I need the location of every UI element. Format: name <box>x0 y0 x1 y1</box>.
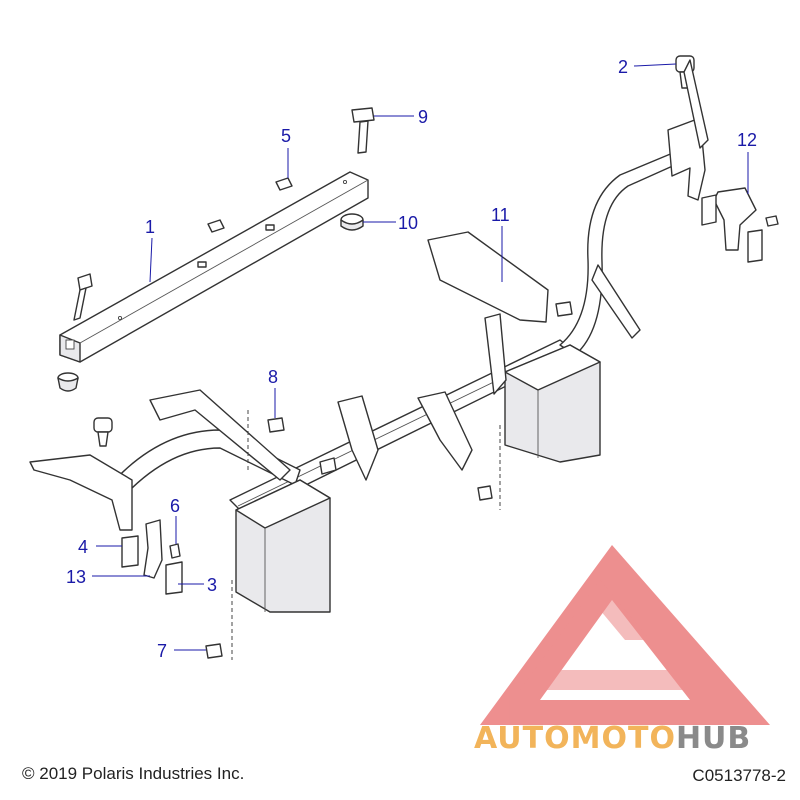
watermark-text: AUTOMOTOHUB <box>474 721 751 756</box>
callout-label: 12 <box>737 130 757 150</box>
bolt-9 <box>351 107 375 154</box>
main-frame <box>29 59 709 613</box>
callout-8: 8 <box>268 367 278 418</box>
bolt-near-11 <box>555 301 573 317</box>
callout-13: 13 <box>66 567 150 587</box>
callout-label: 10 <box>398 213 418 233</box>
callout-6: 6 <box>170 496 180 544</box>
callout-label: 13 <box>66 567 86 587</box>
part-group-left <box>121 519 233 660</box>
copyright-notice: © 2019 Polaris Industries Inc. <box>22 764 245 783</box>
callout-label: 5 <box>281 126 291 146</box>
callout-9: 9 <box>374 107 428 127</box>
callout-12: 12 <box>737 130 757 194</box>
watermark-text-part1: AUTOMOTO <box>474 721 676 756</box>
callout-5: 5 <box>281 126 291 178</box>
callout-label: 1 <box>145 217 155 237</box>
callout-label: 2 <box>618 57 628 77</box>
callout-1: 1 <box>145 217 155 283</box>
drawing-number: C0513778-2 <box>692 766 786 785</box>
callout-11: 11 <box>491 205 510 282</box>
callout-label: 7 <box>157 641 167 661</box>
callout-7: 7 <box>157 641 206 661</box>
callout-label: 9 <box>418 107 428 127</box>
callout-label: 11 <box>491 205 510 225</box>
callout-label: 4 <box>78 537 88 557</box>
knob-left <box>93 417 113 447</box>
nut-lower-left <box>57 372 79 392</box>
part-cross-bar <box>59 171 369 363</box>
nut-10 <box>340 213 364 231</box>
callout-10: 10 <box>363 213 418 233</box>
callout-3: 3 <box>178 575 217 595</box>
bolt-left <box>73 273 93 321</box>
callout-2: 2 <box>618 57 677 77</box>
callout-4: 4 <box>78 537 122 557</box>
bolt-right-lower <box>477 425 501 510</box>
part-bracket-12 <box>701 187 779 263</box>
callout-label: 6 <box>170 496 180 516</box>
watermark-text-part2: HUB <box>676 721 751 756</box>
callout-label: 3 <box>207 575 217 595</box>
callout-label: 8 <box>268 367 278 387</box>
bolt-8 <box>247 410 285 470</box>
watermark-logo-icon <box>480 545 770 725</box>
